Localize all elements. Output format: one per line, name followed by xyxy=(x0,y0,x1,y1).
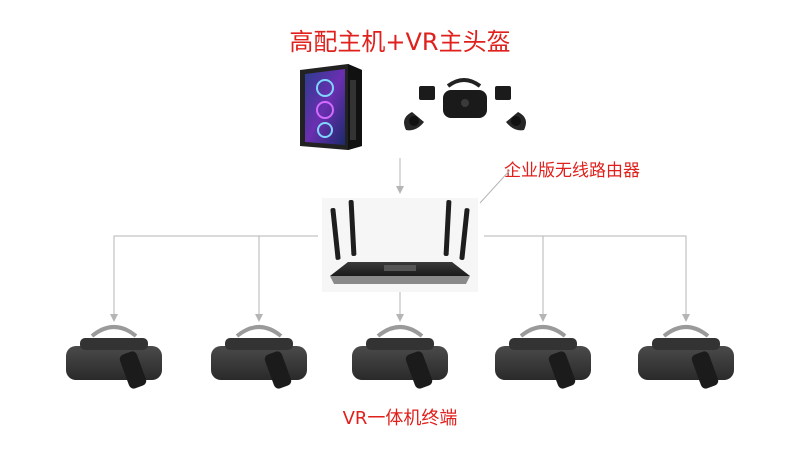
router-icon xyxy=(322,198,478,292)
pc-tower-icon xyxy=(300,64,362,150)
vr-headset-4 xyxy=(495,325,591,389)
vr-headset-kit-icon xyxy=(404,78,526,131)
terminal-label: VR一体机终端 xyxy=(342,408,458,429)
router-label: 企业版无线路由器 xyxy=(504,161,640,181)
left-branch xyxy=(110,235,318,322)
connection-lines xyxy=(110,158,690,322)
vr-headset-2 xyxy=(211,325,307,389)
vr-headset-3 xyxy=(352,325,448,389)
vr-headset-1 xyxy=(66,325,162,389)
diagram-title: 高配主机+VR主头盔 xyxy=(289,28,511,56)
vr-headset-5 xyxy=(638,325,734,389)
right-branch xyxy=(484,235,690,322)
router-label-pointer xyxy=(479,169,511,204)
